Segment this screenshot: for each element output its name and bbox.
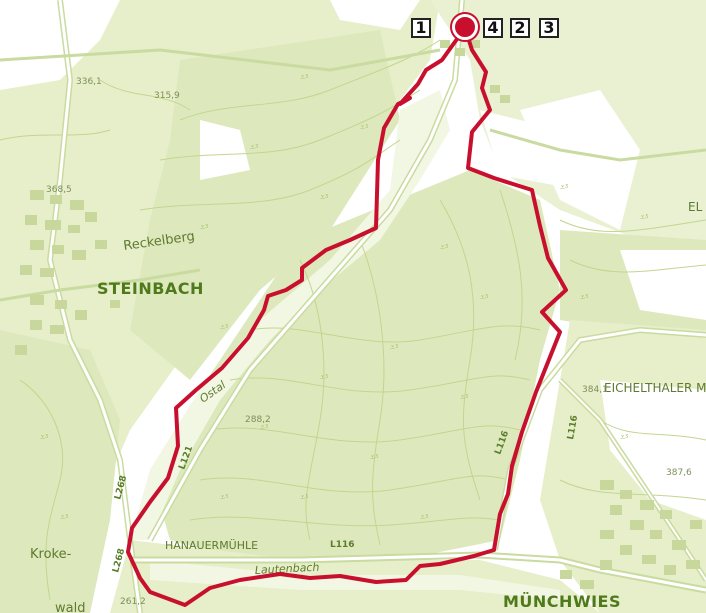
start-point-icon[interactable]	[452, 14, 478, 40]
label-el: EL	[688, 200, 703, 214]
elevation-315: 315,9	[154, 91, 180, 101]
label-kroke: Kroke-	[30, 547, 72, 562]
elevation-261: 261,2	[120, 597, 146, 607]
svg-text:⩡ᶾ: ⩡ᶾ	[220, 323, 229, 333]
svg-text:⩡ᶾ: ⩡ᶾ	[200, 223, 209, 233]
label-steinbach: STEINBACH	[97, 279, 204, 298]
svg-text:⩡ᶾ: ⩡ᶾ	[220, 493, 229, 503]
svg-text:⩡ᶾ: ⩡ᶾ	[560, 183, 569, 193]
svg-text:⩡ᶾ: ⩡ᶾ	[370, 453, 379, 463]
svg-text:⩡ᶾ: ⩡ᶾ	[320, 373, 329, 383]
svg-text:⩡ᶾ: ⩡ᶾ	[250, 143, 259, 153]
svg-text:⩡ᶾ: ⩡ᶾ	[460, 393, 469, 403]
svg-text:⩡ᶾ: ⩡ᶾ	[360, 123, 369, 133]
route-marker-3[interactable]: 3	[539, 18, 559, 38]
road-label-l116-center: L116	[330, 540, 355, 550]
svg-text:⩡ᶾ: ⩡ᶾ	[60, 513, 69, 523]
label-muenchwies: MÜNCHWIES	[503, 592, 621, 611]
elevation-labels: 336,1 315,9 368,5 288,2 384,1 387,6 261,…	[46, 77, 692, 607]
elevation-336: 336,1	[76, 77, 102, 87]
route-marker-4[interactable]: 4	[483, 18, 503, 38]
elevation-384: 384,1	[582, 385, 608, 395]
svg-text:⩡ᶾ: ⩡ᶾ	[420, 513, 429, 523]
svg-text:⩡ᶾ: ⩡ᶾ	[620, 433, 629, 443]
svg-text:⩡ᶾ: ⩡ᶾ	[480, 293, 489, 303]
svg-text:⩡ᶾ: ⩡ᶾ	[40, 433, 49, 443]
svg-text:⩡ᶾ: ⩡ᶾ	[260, 423, 269, 433]
hiking-route[interactable]	[126, 26, 568, 607]
route-marker-2[interactable]: 2	[510, 18, 530, 38]
forest-symbols: ⩡ᶾ⩡ᶾ ⩡ᶾ⩡ᶾ ⩡ᶾ⩡ᶾ ⩡ᶾ⩡ᶾ ⩡ᶾ⩡ᶾ ⩡ᶾ⩡ᶾ ⩡ᶾ⩡ᶾ ⩡ᶾ⩡ᶾ …	[40, 73, 649, 523]
label-hanauermuehle: HANAUERMÜHLE	[165, 539, 258, 552]
elevation-288: 288,2	[245, 415, 271, 425]
elevation-368: 368,5	[46, 185, 72, 195]
elevation-387: 387,6	[666, 468, 692, 478]
label-wald: wald	[55, 601, 85, 613]
svg-text:⩡ᶾ: ⩡ᶾ	[640, 213, 649, 223]
svg-text:⩡ᶾ: ⩡ᶾ	[300, 73, 309, 83]
road-label-l116-muenchwies: L116	[566, 415, 580, 441]
label-eichelthaler: EICHELTHALER M	[604, 381, 706, 395]
label-lautenbach: Lautenbach	[254, 561, 319, 577]
contour-lines	[0, 39, 706, 601]
svg-text:⩡ᶾ: ⩡ᶾ	[300, 493, 309, 503]
svg-text:⩡ᶾ: ⩡ᶾ	[580, 293, 589, 303]
svg-text:⩡ᶾ: ⩡ᶾ	[390, 343, 399, 353]
svg-text:⩡ᶾ: ⩡ᶾ	[320, 193, 329, 203]
svg-text:⩡ᶾ: ⩡ᶾ	[440, 243, 449, 253]
settlement-top	[440, 40, 510, 103]
route-marker-1[interactable]: 1	[411, 18, 431, 38]
settlement-steinbach	[15, 190, 120, 355]
settlement-muenchwies	[560, 480, 702, 589]
